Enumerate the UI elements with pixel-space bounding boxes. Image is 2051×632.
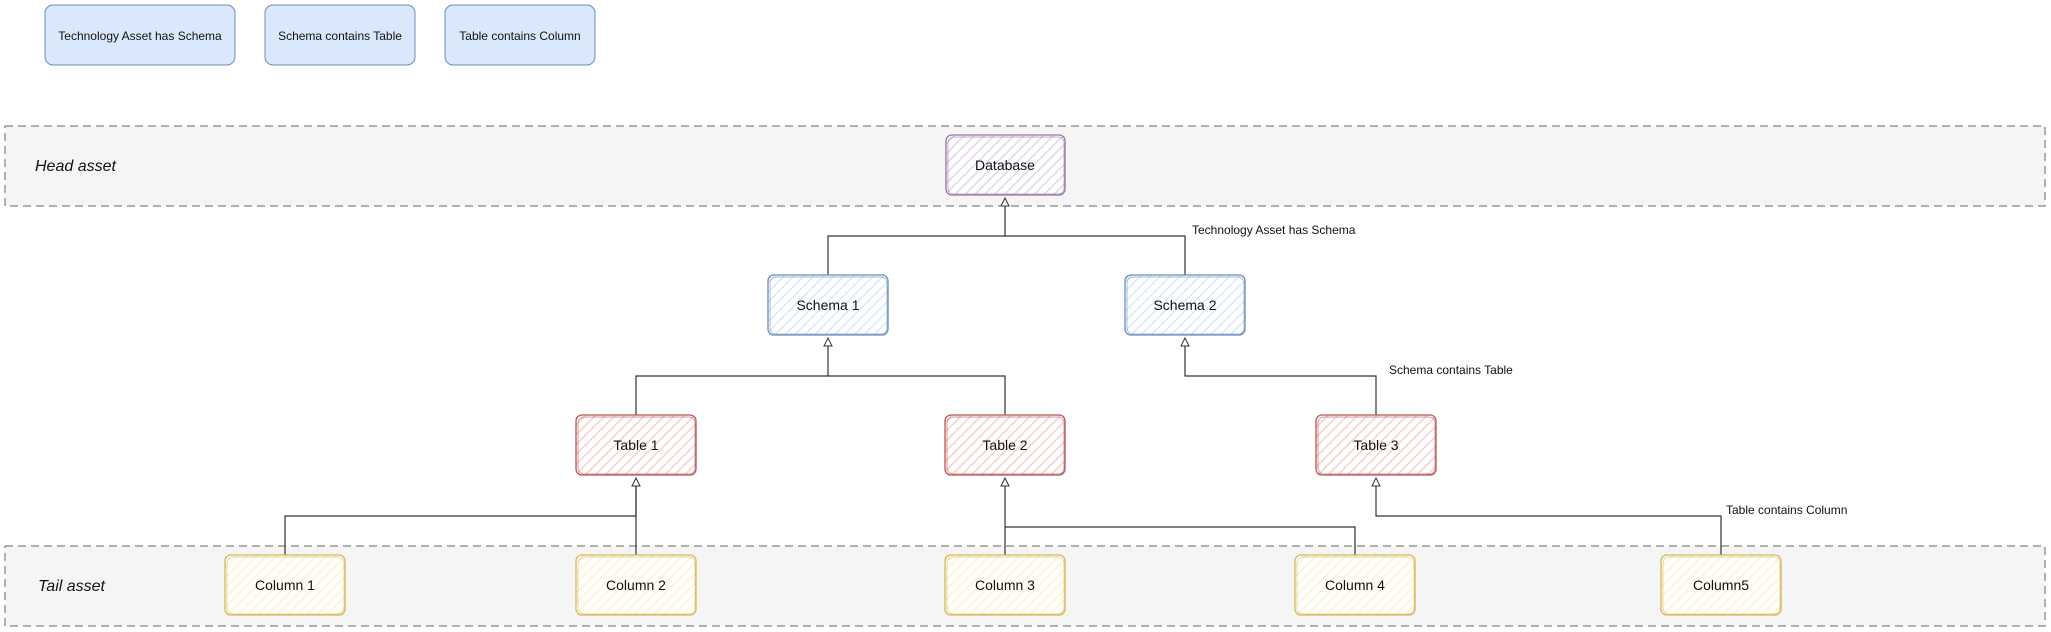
edge-column-4-table-2 — [1005, 526, 1356, 555]
edge-column-5-table-3 — [1375, 484, 1722, 555]
legend-item-technology-asset-has-schema[interactable]: Technology Asset has Schema — [44, 4, 236, 66]
node-database[interactable]: Database — [945, 134, 1066, 196]
edge-schema-1-database — [827, 204, 1006, 275]
legend-label: Technology Asset has Schema — [58, 29, 222, 43]
arrowhead-table-2 — [1000, 476, 1010, 487]
arrowhead-schema-1 — [823, 336, 833, 347]
node-label: Table 1 — [613, 437, 658, 453]
node-column-1[interactable]: Column 1 — [224, 554, 346, 616]
node-column-4[interactable]: Column 4 — [1294, 554, 1416, 616]
edge-label-technology-asset-has-schema: Technology Asset has Schema — [1192, 223, 1356, 237]
edge-table-1-schema-1 — [635, 344, 829, 415]
tail-asset-label: Tail asset — [38, 578, 106, 595]
node-table-2[interactable]: Table 2 — [944, 414, 1066, 476]
legend: Technology Asset has Schema Schema conta… — [44, 4, 596, 66]
node-label: Column 2 — [606, 577, 666, 593]
node-schema-1[interactable]: Schema 1 — [767, 274, 889, 336]
node-column-2[interactable]: Column 2 — [575, 554, 697, 616]
legend-label: Table contains Column — [459, 29, 580, 43]
edge-schema-2-database — [1005, 235, 1186, 275]
edges — [284, 204, 1722, 555]
arrowhead-schema-2 — [1180, 336, 1190, 347]
arrowhead-database — [1000, 196, 1010, 207]
node-column-3[interactable]: Column 3 — [944, 554, 1066, 616]
legend-item-table-contains-column[interactable]: Table contains Column — [444, 4, 596, 66]
edge-label-schema-contains-table: Schema contains Table — [1389, 363, 1513, 377]
legend-item-schema-contains-table[interactable]: Schema contains Table — [264, 4, 416, 66]
node-label: Column 3 — [975, 577, 1035, 593]
node-label: Table 3 — [1353, 437, 1398, 453]
node-table-3[interactable]: Table 3 — [1315, 414, 1437, 476]
node-label: Schema 1 — [796, 297, 859, 313]
node-label: Schema 2 — [1153, 297, 1216, 313]
edge-column-1-table-1 — [284, 484, 637, 555]
node-label: Table 2 — [982, 437, 1027, 453]
node-column-5[interactable]: Column5 — [1660, 554, 1782, 616]
edge-table-2-schema-1 — [828, 375, 1006, 415]
nodes: Database Schema 1 Schema 2 Table 1 Table… — [224, 134, 1782, 616]
arrowhead-table-1 — [631, 476, 641, 487]
edge-labels: Technology Asset has Schema Schema conta… — [1192, 223, 1847, 517]
edge-label-table-contains-column: Table contains Column — [1726, 503, 1847, 517]
node-label: Column5 — [1693, 577, 1749, 593]
node-schema-2[interactable]: Schema 2 — [1124, 274, 1246, 336]
legend-label: Schema contains Table — [278, 29, 402, 43]
node-label: Database — [975, 157, 1035, 173]
arrowheads — [631, 196, 1381, 487]
node-label: Column 4 — [1325, 577, 1385, 593]
node-label: Column 1 — [255, 577, 315, 593]
edge-table-3-schema-2 — [1184, 344, 1377, 415]
node-table-1[interactable]: Table 1 — [575, 414, 697, 476]
head-asset-label: Head asset — [35, 158, 116, 175]
arrowhead-table-3 — [1371, 476, 1381, 487]
